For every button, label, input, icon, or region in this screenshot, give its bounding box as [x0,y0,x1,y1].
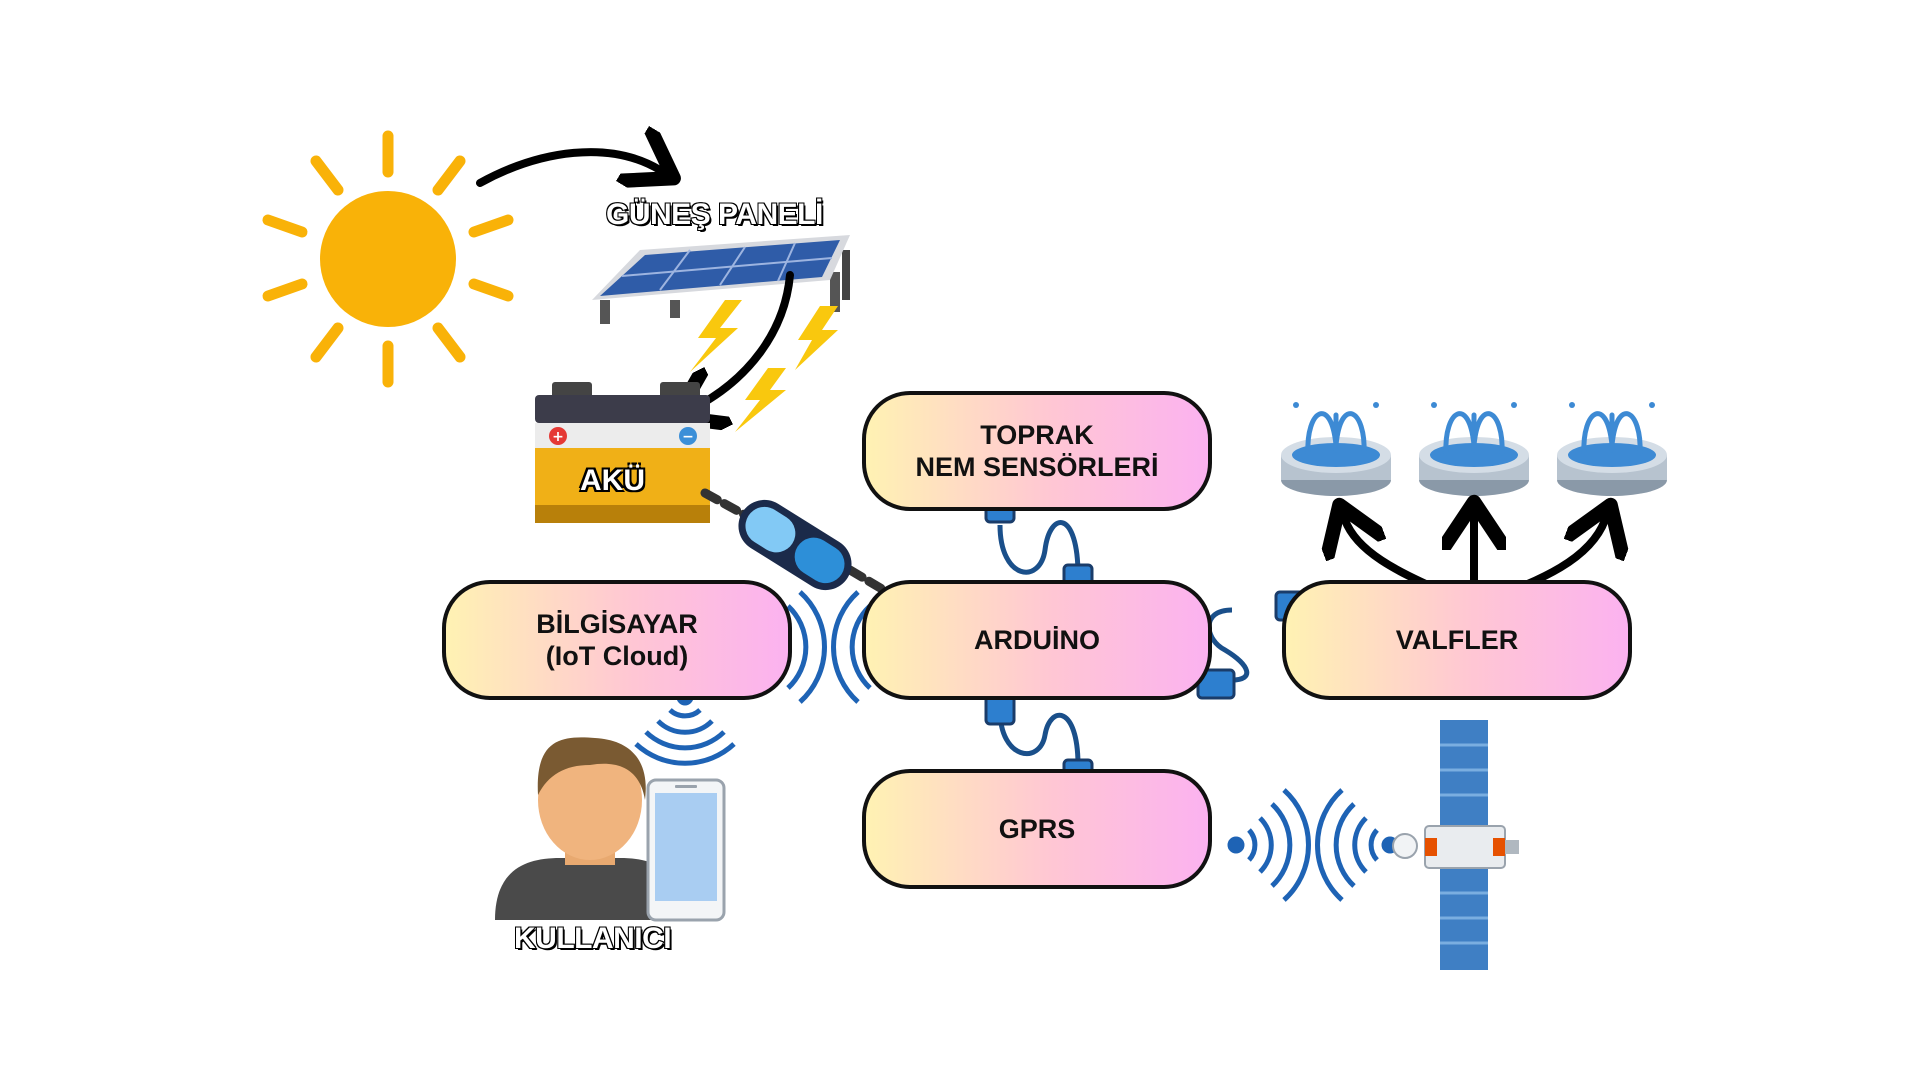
solar-panel-icon [592,235,850,324]
soil-sensors-box: TOPRAK NEM SENSÖRLERİ [862,391,1212,511]
lightning-icon [690,300,838,432]
wifi-signal-icon [634,590,1399,902]
smartphone-icon [646,778,726,922]
fountain-icon [1281,402,1667,496]
user-label: KULLANICI [513,921,673,956]
arrow-icon [476,152,660,183]
usb-cable-icon [700,488,897,600]
svg-text:+: + [552,429,564,445]
usb-cable-icon [997,520,1250,766]
battery-icon: + − [535,382,710,523]
battery-label: AKÜ [580,464,645,497]
svg-text:−: − [682,429,694,445]
gprs-box: GPRS [862,769,1212,889]
arrow-icon [690,271,794,410]
solar-panel-label: GÜNEŞ PANELİ [605,197,824,232]
user-avatar-icon [495,737,685,920]
sun-icon [262,130,514,388]
computer-box: BİLGİSAYAR (IoT Cloud) [442,580,792,700]
arduino-box: ARDUİNO [862,580,1212,700]
valves-box: VALFLER [1282,580,1632,700]
satellite-icon [1392,720,1519,970]
